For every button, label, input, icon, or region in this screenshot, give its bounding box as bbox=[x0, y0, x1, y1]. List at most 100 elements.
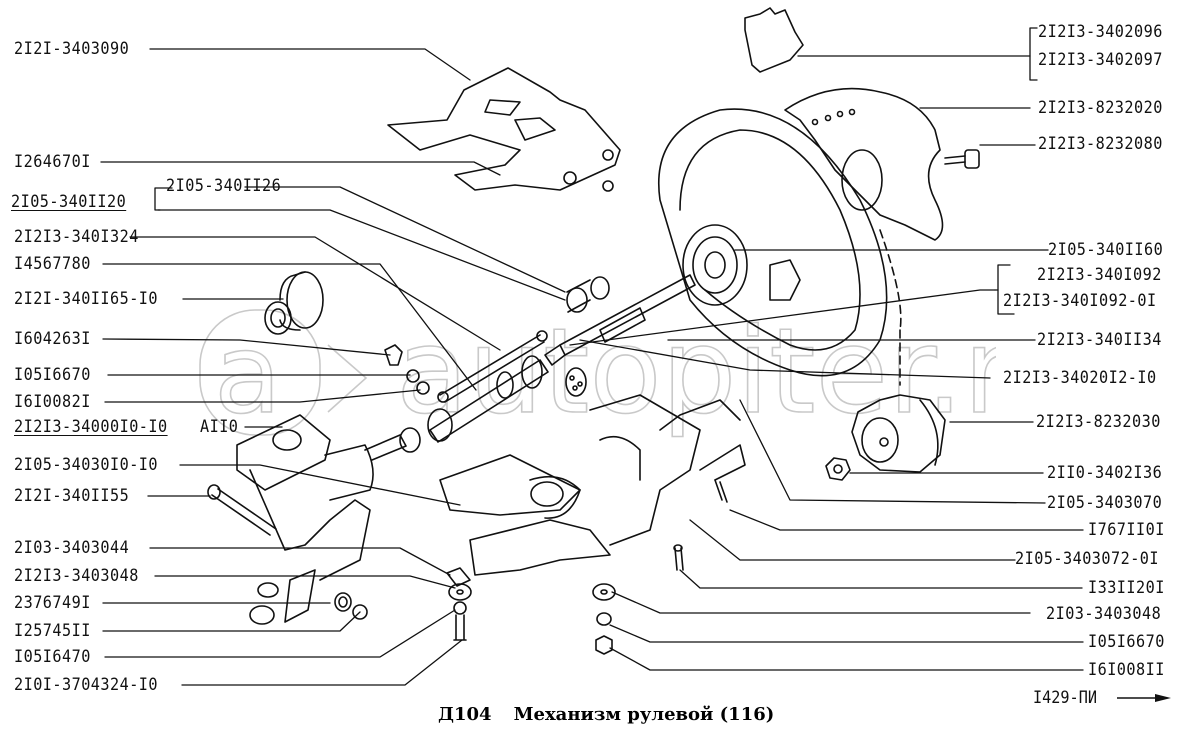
part-label-variant: AII0 bbox=[200, 417, 239, 436]
leader-10516670b bbox=[609, 624, 1084, 643]
nut-left bbox=[352, 604, 368, 620]
part-label[interactable]: 2I05-340II26 bbox=[166, 176, 282, 195]
part-label[interactable]: 2I2I3-34020I2-I0 bbox=[1003, 368, 1157, 387]
part-label[interactable]: I6I008II bbox=[1088, 660, 1165, 679]
leader-2103-3403048b bbox=[611, 591, 1031, 614]
part-label[interactable]: I767II0I bbox=[1088, 520, 1165, 539]
part-label-assembly[interactable]: 2I05-340II20 bbox=[11, 192, 127, 211]
intermediate-shaft bbox=[399, 355, 549, 453]
part-label[interactable]: 2I2I3-340I092 bbox=[1037, 265, 1162, 284]
leader-2101-3704324 bbox=[181, 639, 463, 686]
page-reference-text: I429-ПИ bbox=[1033, 688, 1097, 707]
part-label[interactable]: 2I2I3-8232030 bbox=[1036, 412, 1161, 431]
leader-16100821 bbox=[104, 389, 421, 403]
arrow-right-icon bbox=[1117, 694, 1171, 702]
part-label[interactable]: 2I2I3-340II34 bbox=[1037, 330, 1162, 349]
part-label[interactable]: 2I05-34030I0-I0 bbox=[14, 455, 158, 474]
long-bolt bbox=[207, 484, 277, 536]
clip-small bbox=[446, 567, 471, 587]
leader-2105-3403010 bbox=[179, 464, 461, 506]
bushing bbox=[566, 276, 610, 313]
part-label[interactable]: 2I2I3-3402096 bbox=[1038, 22, 1163, 41]
steering-wheel-cover bbox=[784, 87, 944, 241]
leader-lines-right bbox=[569, 55, 1084, 671]
leader-13311201 bbox=[679, 569, 1083, 589]
leader-21213-3401092 bbox=[569, 289, 996, 346]
part-label[interactable]: 2376749I bbox=[14, 593, 91, 612]
washer-center bbox=[448, 583, 472, 601]
column-mount bbox=[439, 394, 746, 576]
leader-16100811 bbox=[609, 647, 1084, 671]
horn-button bbox=[851, 394, 946, 473]
leader-10516470 bbox=[104, 609, 456, 658]
steering-gear bbox=[236, 414, 407, 581]
steering-wheel-hub bbox=[682, 224, 801, 306]
leader-12646701 bbox=[100, 161, 501, 176]
part-label[interactable]: I264670I bbox=[14, 152, 91, 171]
steering-wheel bbox=[658, 108, 902, 386]
spring-washer-right bbox=[596, 612, 612, 626]
stud-bottom bbox=[453, 614, 467, 641]
nut-right bbox=[595, 635, 613, 655]
bracket-plate bbox=[249, 569, 316, 625]
part-label[interactable]: 2I05-340II60 bbox=[1048, 240, 1164, 259]
leader-2105-340126 bbox=[244, 186, 566, 293]
part-label[interactable]: 2I03-3403044 bbox=[14, 538, 130, 557]
leader-12574511 bbox=[102, 611, 361, 632]
leader-16042631 bbox=[102, 338, 391, 356]
part-label-assembly[interactable]: 2I2I3-34000I0-I0 bbox=[14, 417, 168, 436]
part-label[interactable]: I05I6670 bbox=[1088, 632, 1165, 651]
stud-right bbox=[673, 544, 684, 571]
leader-21213-3402012 bbox=[579, 339, 991, 379]
part-label[interactable]: 2I2I3-340I324 bbox=[14, 227, 139, 246]
bracket-2105-340120 bbox=[154, 187, 173, 211]
part-label[interactable]: 2I2I3-3402097 bbox=[1038, 50, 1163, 69]
part-label[interactable]: 2I2I3-340I092-0I bbox=[1003, 291, 1157, 310]
part-label[interactable]: 2I2I3-8232020 bbox=[1038, 98, 1163, 117]
universal-joint-disc bbox=[565, 367, 587, 397]
part-label[interactable]: I604263I bbox=[14, 329, 91, 348]
leader-2105-3403070 bbox=[739, 399, 1046, 504]
washer-left bbox=[334, 592, 352, 612]
part-label[interactable]: 2I2I-340II55 bbox=[14, 486, 130, 505]
bolt-small bbox=[384, 344, 403, 366]
screw bbox=[944, 149, 980, 169]
part-label[interactable]: I6I0082I bbox=[14, 392, 91, 411]
leader-2103-3403044 bbox=[149, 547, 451, 576]
part-label[interactable]: I25745II bbox=[14, 621, 91, 640]
leader-2121-3403090 bbox=[149, 48, 471, 81]
part-label[interactable]: 2II0-3402I36 bbox=[1047, 463, 1163, 482]
part-label[interactable]: I05I6670 bbox=[14, 365, 91, 384]
part-label[interactable]: 2I05-3403070 bbox=[1047, 493, 1163, 512]
part-label[interactable]: 2I05-3403072-0I bbox=[1015, 549, 1159, 568]
leader-lines-left bbox=[100, 48, 566, 686]
upper-shaft bbox=[544, 274, 696, 366]
part-label[interactable]: 2I03-3403048 bbox=[1046, 604, 1162, 623]
leader-14567780 bbox=[102, 263, 477, 391]
part-label[interactable]: I05I6470 bbox=[14, 647, 91, 666]
diagram-caption: Д104 Механизм рулевой (116) bbox=[438, 704, 796, 725]
page-reference[interactable]: I429-ПИ bbox=[1033, 688, 1097, 707]
part-label[interactable]: 2I2I-340II65-I0 bbox=[14, 289, 158, 308]
leader-2105-3403072 bbox=[689, 519, 1016, 561]
rod bbox=[437, 330, 548, 403]
stud-center bbox=[714, 479, 728, 503]
part-label[interactable]: I4567780 bbox=[14, 254, 91, 273]
nut-horn bbox=[825, 457, 851, 481]
part-label[interactable]: 2I2I-3403090 bbox=[14, 39, 130, 58]
part-label[interactable]: 2I2I3-3403048 bbox=[14, 566, 139, 585]
leader-21213-3403048 bbox=[154, 575, 456, 589]
clip bbox=[744, 7, 804, 73]
part-label[interactable]: I33II20I bbox=[1088, 578, 1165, 597]
washer-small bbox=[453, 601, 467, 615]
part-label[interactable]: 2I0I-3704324-I0 bbox=[14, 675, 158, 694]
diagram-code: Д104 bbox=[438, 704, 492, 725]
heat-shield bbox=[387, 67, 621, 192]
part-label[interactable]: 2I2I3-8232080 bbox=[1038, 134, 1163, 153]
label-brackets bbox=[154, 27, 1038, 315]
leader-21213-3401324 bbox=[129, 236, 501, 351]
diagram-title: Механизм рулевой (116) bbox=[513, 704, 775, 725]
washer-right bbox=[592, 583, 616, 601]
